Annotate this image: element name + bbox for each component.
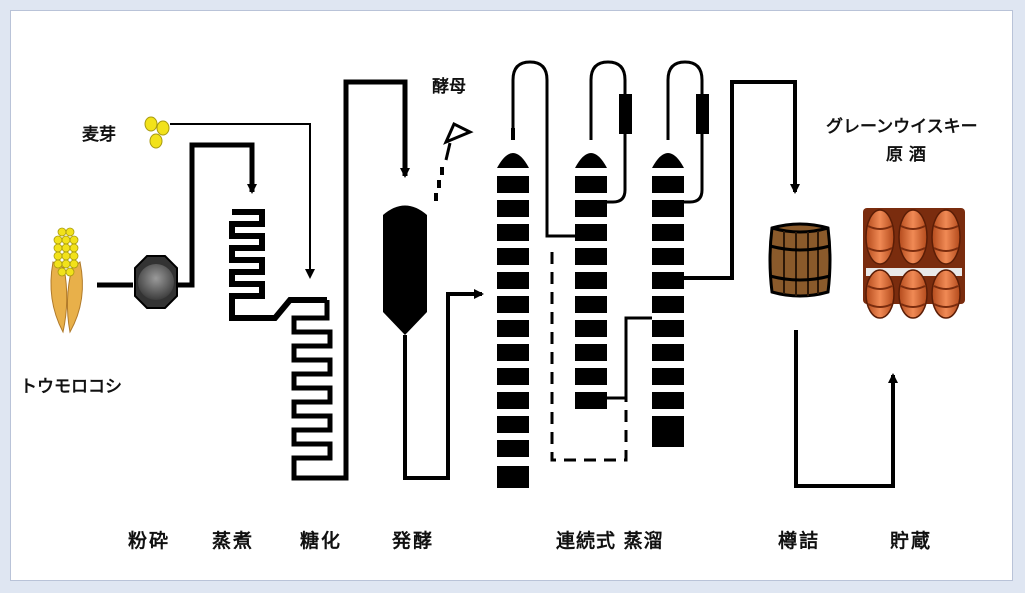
- step-cooking: 蒸煮: [212, 530, 255, 552]
- malt-icon: [144, 116, 170, 149]
- warehouse-casks-icon: [863, 208, 965, 319]
- spirit-to-barrel-pipe: [684, 80, 800, 280]
- malt-label: 麦芽: [82, 125, 116, 145]
- corn-icon: [50, 227, 83, 334]
- step-continuous-distillation: 連続式 蒸溜: [556, 530, 664, 552]
- dashed-return-line: [550, 252, 628, 462]
- cooker-coil: [229, 209, 327, 321]
- still-column-2: [575, 153, 607, 409]
- still-column-1: [497, 128, 529, 488]
- product-label-line2: 原 酒: [886, 145, 926, 165]
- fermenter-icon: [383, 205, 427, 335]
- condenser-2: [619, 94, 632, 134]
- corn-label: トウモロコシ: [20, 377, 122, 397]
- barrel-icon: [768, 222, 832, 298]
- still-column-3: [652, 153, 684, 447]
- yeast-funnel-icon: [434, 121, 474, 201]
- step-fermentation: 発酵: [392, 530, 435, 552]
- condenser-3: [696, 94, 709, 134]
- step-casking: 樽詰: [778, 530, 821, 552]
- yeast-label: 酵母: [432, 77, 466, 97]
- fermenter-to-still-pipe: [403, 289, 484, 480]
- mill-icon: [134, 255, 178, 309]
- barrel-to-storage-pipe: [794, 330, 898, 488]
- recycle-line: [607, 316, 652, 400]
- step-saccharification: 糖化: [300, 530, 343, 552]
- mill-to-cooker-pipe: [177, 142, 257, 288]
- saccharification-coil: [291, 79, 410, 481]
- vapor-lines: [511, 60, 704, 238]
- malt-feed-line: [170, 123, 315, 279]
- step-maturation: 貯蔵: [890, 530, 933, 552]
- product-label-line1: グレーンウイスキー: [826, 117, 978, 137]
- step-milling: 粉砕: [128, 530, 171, 552]
